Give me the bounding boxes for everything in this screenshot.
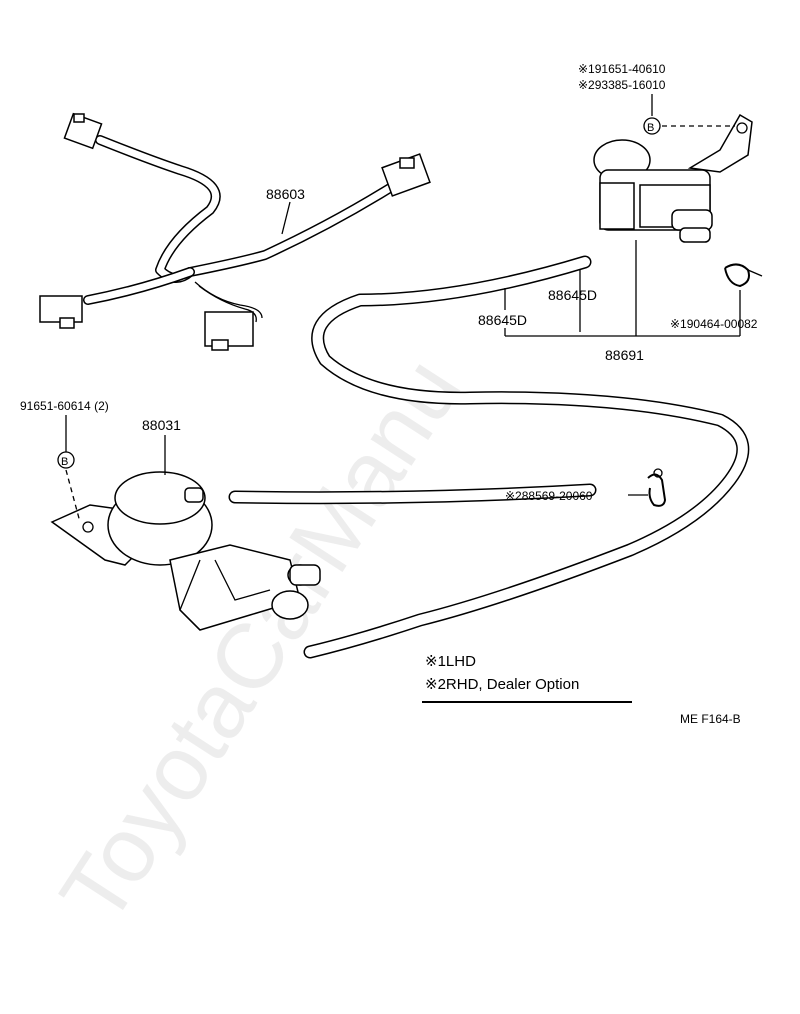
clamp-label-1: ※190464-00082 [670,317,758,331]
part-label-actuator: 88031 [142,417,181,433]
connector-bottom [204,311,254,351]
bolt-label-actuator: 91651-60614 (2) [20,399,109,413]
part-label-hose-1: 88645D [478,312,527,328]
hose-clamp-1 [724,263,763,288]
connector-left [39,295,83,329]
vacuum-hose-loop [303,255,750,659]
bolt-marker-actuator [57,451,75,469]
wire-harness [39,112,431,351]
connector-top-right [381,153,431,197]
clamp-label-2: ※288569-20060 [505,489,593,503]
vsv-valve [593,113,753,243]
bolt-marker-vsv-text: B [647,122,654,134]
connector-top-left [63,112,103,150]
legend: ※1LHD ※2RHD, Dealer Option [422,653,632,703]
short-hose [228,483,597,505]
part-label-hose-2: 88645D [548,287,597,303]
part-label-vsv-assembly: 88691 [605,347,644,363]
bolt-label-vsv-1: ※191651-40610 [578,62,666,76]
bolt-marker-actuator-text: B [61,456,68,468]
legend-lhd: ※1LHD [425,653,476,670]
watermark: ToyotaCarManu [41,341,480,941]
legend-rhd: ※2RHD, Dealer Option [425,676,579,693]
bolt-marker-vsv [643,117,661,135]
figure-code: ME F164-B [680,712,741,726]
bolt-label-vsv-2: ※293385-16010 [578,78,666,92]
part-label-harness: 88603 [266,186,305,202]
hose-clamp-2 [647,468,667,507]
vacuum-actuator [50,471,321,631]
